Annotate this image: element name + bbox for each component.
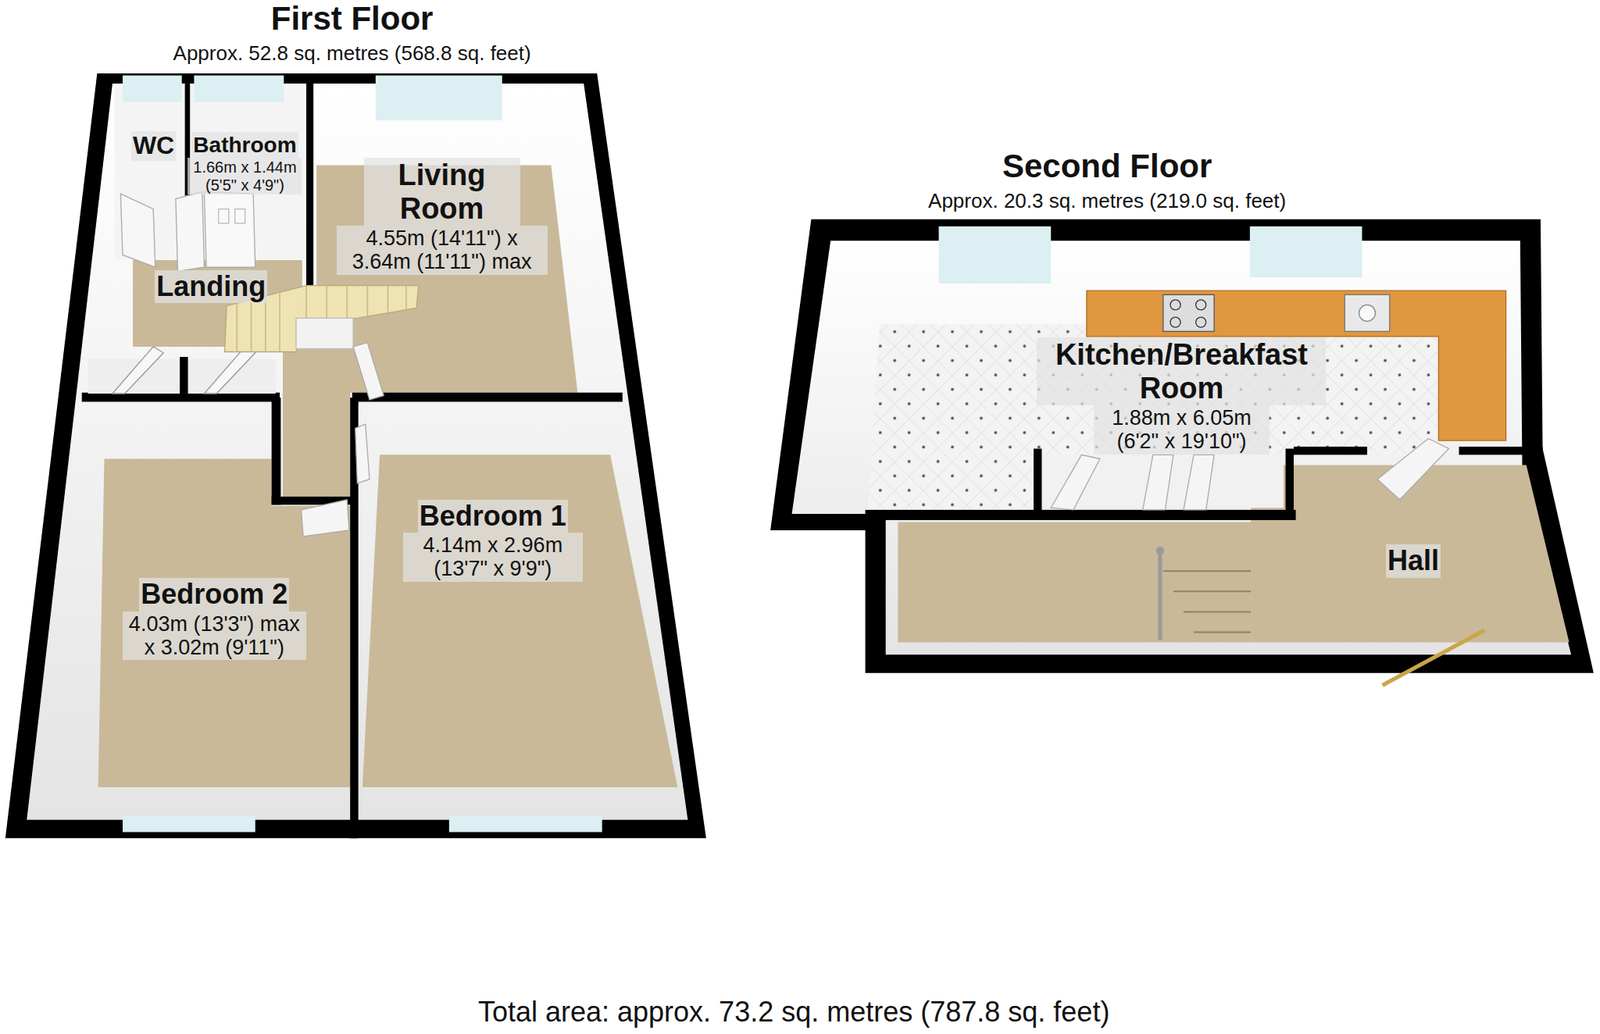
- interior-wall-part: [352, 392, 623, 403]
- interior-wall-part: [1033, 449, 1042, 515]
- lower-floor-part: [897, 522, 1251, 643]
- worktop-part: [1196, 300, 1207, 311]
- door-part: [1382, 630, 1486, 686]
- interior-wall-part: [1293, 446, 1368, 455]
- interior-wall: [82, 81, 623, 839]
- staircase-part: [296, 317, 354, 349]
- staircase-part: [1157, 550, 1162, 641]
- room-label: Bedroom 14.14m x 2.96m (13'7" x 9'9"): [399, 497, 587, 585]
- worktop-part: [1170, 300, 1181, 311]
- window-part: [1250, 226, 1363, 278]
- floor-area: Approx. 20.3 sq. metres (219.0 sq. feet): [928, 189, 1286, 213]
- first-floor-floor-part: [98, 459, 351, 788]
- first-floor-shell: [5, 73, 707, 839]
- floor-plan: First FloorApprox. 52.8 sq. metres (568.…: [0, 0, 715, 847]
- window-part: [193, 75, 284, 103]
- room-label: Bedroom 24.03m (13'3") max x 3.02m (9'11…: [116, 575, 312, 663]
- room-name: Bedroom 1: [417, 500, 568, 533]
- lower-floor-part: [1250, 464, 1569, 643]
- room-label: Bathroom1.66m x 1.44m (5'5" x 4'9"): [183, 129, 306, 197]
- cupboard-part: [179, 357, 188, 397]
- bathroom-wc-part: [235, 209, 246, 224]
- bathroom-wc-part: [175, 191, 205, 272]
- window-part: [375, 75, 503, 121]
- bathroom-wc-part: [203, 191, 255, 268]
- room-label: Living Room4.55m (14'11") x 3.64m (11'11…: [313, 155, 572, 278]
- staircase-part: [1156, 546, 1165, 555]
- door-part: [1183, 454, 1215, 511]
- cupboard-part: [112, 346, 164, 394]
- bathroom-wc: [114, 83, 305, 272]
- room-label: WC: [128, 128, 179, 164]
- door-part: [355, 424, 370, 484]
- door-part: [1142, 454, 1174, 511]
- first-floor-floor-part: [282, 336, 350, 503]
- staircase-part: [1163, 571, 1251, 633]
- total-area-caption: Total area: approx. 73.2 sq. metres (787…: [478, 996, 1110, 1029]
- door: [1042, 438, 1485, 686]
- door: [301, 342, 385, 537]
- worktop-part: [1170, 317, 1181, 328]
- staircase: [1156, 546, 1251, 641]
- room-dimensions: 1.88m x 6.05m (6'2" x 19'10"): [1093, 405, 1270, 454]
- window: [939, 226, 1363, 284]
- room-label: Kitchen/Breakfast Room1.88m x 6.05m (6'2…: [1032, 335, 1330, 458]
- bathroom-wc-part: [120, 193, 155, 268]
- room-name: Landing: [154, 270, 268, 304]
- window-part: [449, 816, 603, 833]
- room-dimensions: 4.03m (13'3") max x 3.02m (9'11"): [122, 611, 307, 661]
- door-part: [1377, 438, 1449, 500]
- worktop-part: [1163, 294, 1215, 332]
- floor-title: Second Floor: [1002, 148, 1212, 185]
- room-name: Bedroom 2: [139, 578, 290, 611]
- first-floor-shell-part: [5, 73, 707, 839]
- floor-plan: Second FloorApprox. 20.3 sq. metres (219…: [765, 142, 1600, 694]
- room-dimensions: 4.55m (14'11") x 3.64m (11'11") max: [336, 225, 548, 275]
- room-name: WC: [131, 131, 176, 161]
- first-floor-floor-part: [362, 454, 678, 788]
- room-dimensions: 4.14m x 2.96m (13'7" x 9'9"): [403, 532, 583, 582]
- interior-wall: [865, 446, 1543, 521]
- window-part: [122, 75, 183, 103]
- cupboard: [88, 346, 276, 397]
- floor-area: Approx. 52.8 sq. metres (568.8 sq. feet): [173, 42, 532, 65]
- worktop-part: [1359, 304, 1376, 322]
- room-label: Hall: [1378, 542, 1449, 580]
- second-floor-shell-part: [792, 240, 1572, 655]
- interior-wall-part: [865, 510, 1297, 521]
- bathroom-wc-part: [218, 209, 229, 224]
- second-floor-shell: [770, 219, 1594, 674]
- door-part: [353, 342, 384, 400]
- worktop-part: [1196, 317, 1207, 328]
- room-dimensions: 1.66m x 1.44m (5'5" x 4'9"): [187, 157, 302, 195]
- room-label: Landing: [150, 267, 272, 306]
- interior-wall-part: [271, 397, 282, 505]
- room-name: Hall: [1385, 544, 1441, 578]
- second-floor-shell-part: [770, 219, 1594, 674]
- window: [122, 75, 603, 833]
- room-name: Bathroom: [191, 132, 298, 158]
- cupboard-part: [203, 346, 255, 394]
- first-floor-floor: [98, 165, 679, 788]
- door-part: [1050, 454, 1100, 511]
- interior-wall-part: [1285, 449, 1294, 515]
- interior-wall-part: [1458, 446, 1543, 455]
- window-part: [939, 226, 1052, 284]
- door-part: [301, 500, 350, 537]
- worktop-part: [1344, 294, 1390, 332]
- floor-title: First Floor: [271, 0, 434, 36]
- window-part: [122, 816, 256, 833]
- room-name: Living Room: [364, 157, 521, 226]
- room-name: Kitchen/Breakfast Room: [1036, 337, 1326, 406]
